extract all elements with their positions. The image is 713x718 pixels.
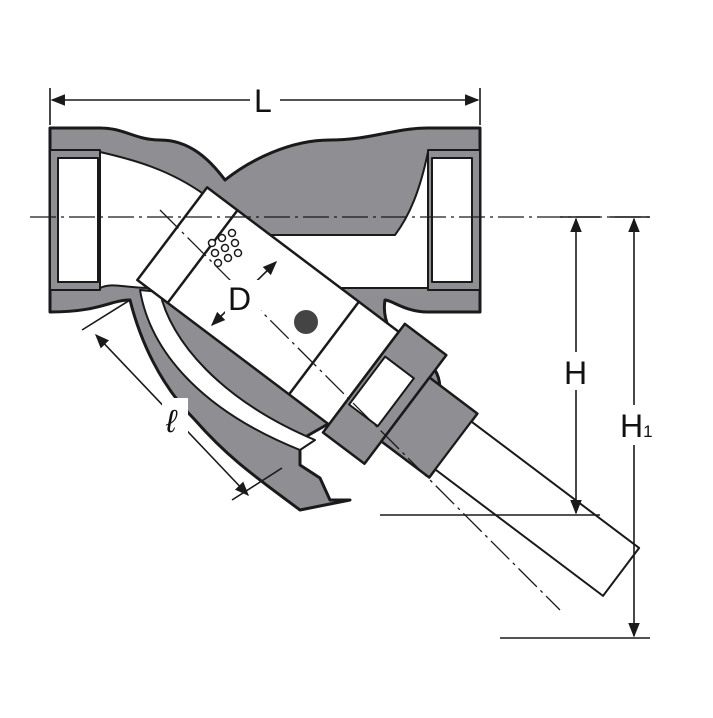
label-H1-sub: 1 bbox=[643, 422, 652, 441]
screen-inner-line-1 bbox=[166, 209, 239, 304]
label-H: H bbox=[564, 355, 587, 391]
screen-removal-clearance bbox=[434, 420, 641, 597]
label-H1-main: H bbox=[620, 408, 643, 444]
cap-inner bbox=[348, 355, 415, 428]
screen-inner-line-2 bbox=[288, 300, 360, 396]
label-l: ℓ bbox=[165, 403, 178, 439]
label-H1: H1 bbox=[620, 408, 653, 444]
left-port-thread bbox=[57, 157, 99, 283]
label-D: D bbox=[228, 281, 251, 317]
mesh-hole bbox=[294, 310, 318, 334]
right-port-thread bbox=[431, 157, 473, 283]
label-L: L bbox=[254, 83, 272, 119]
